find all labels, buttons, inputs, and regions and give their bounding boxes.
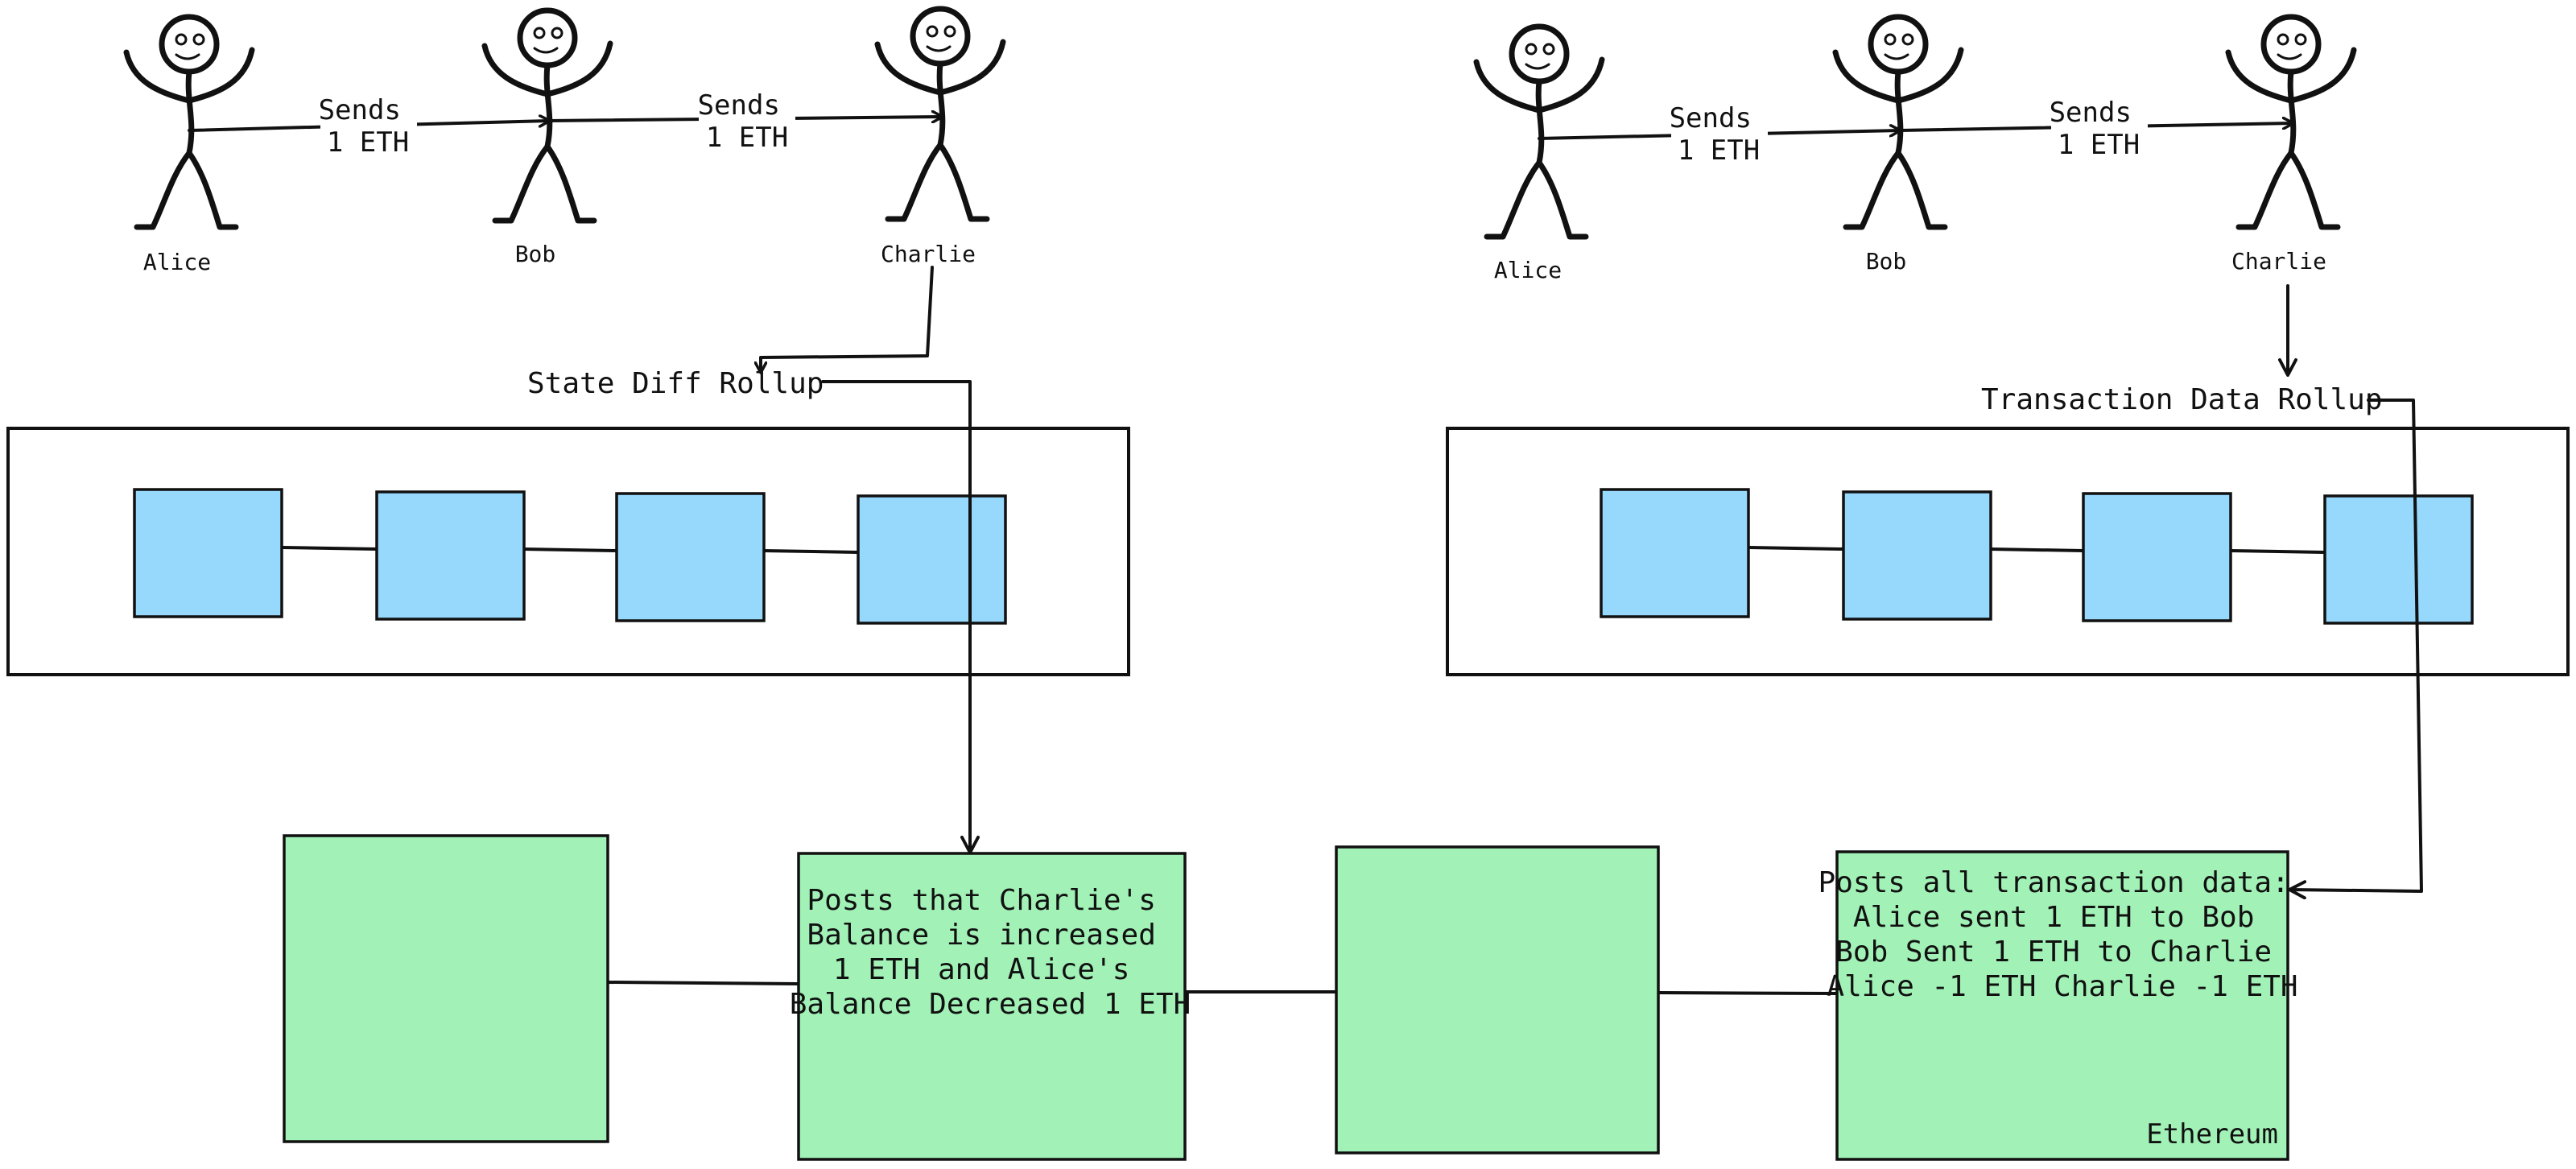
rollup-block-right-3	[2082, 492, 2232, 622]
transfer-label-2-right: Sends 1 ETH	[2050, 97, 2149, 161]
text-line: Alice sent 1 ETH to Bob	[1853, 901, 2255, 934]
person-label-bob-right: Bob	[1866, 248, 1907, 275]
state-diff-post-text: Posts that Charlie's Balance is increase…	[790, 884, 1191, 1021]
charlie-figure-left	[874, 6, 1006, 222]
person-label-charlie-left: Charlie	[881, 241, 976, 267]
text-line: Posts all transaction data:	[1818, 866, 2289, 899]
ethereum-label: Ethereum	[2146, 1118, 2278, 1150]
tx-data-post-arrow	[2288, 399, 2423, 900]
tx-data-post-text: Posts all transaction data: Alice sent 1…	[1818, 866, 2307, 1003]
text-line: Alice -1 ETH Charlie -1 ETH	[1827, 970, 2297, 1003]
transfer-amount: 1 ETH	[327, 126, 409, 159]
charlie-to-rollup-connector-left	[761, 266, 934, 372]
ethereum-block-1	[283, 834, 609, 1143]
rollup-block-right-1	[1600, 488, 1750, 618]
transfer-label-1-right: Sends 1 ETH	[1670, 102, 1769, 167]
transfer-verb: Sends	[319, 94, 401, 126]
person-label-alice-right: Alice	[1494, 257, 1562, 283]
person-label-bob-left: Bob	[515, 241, 556, 267]
rollup-block-left-4	[857, 494, 1007, 625]
bob-figure-right	[1832, 14, 1964, 230]
block-link	[1988, 547, 2085, 552]
transfer-verb: Sends	[698, 89, 780, 122]
transfer-verb: Sends	[1670, 102, 1752, 134]
charlie-figure-right	[2225, 14, 2357, 230]
block-link	[762, 549, 860, 554]
rollup-chain-frame-left	[6, 427, 1130, 676]
state-diff-post-arrow	[821, 380, 980, 854]
transfer-amount: 1 ETH	[2058, 129, 2140, 161]
block-link	[522, 547, 618, 552]
text-line: Balance is increased	[807, 919, 1155, 952]
right-panel: Alice Bob Charlie Sends 1 ETH Sends 1 ET…	[1446, 14, 2570, 900]
block-link	[2228, 549, 2326, 554]
person-label-charlie-right: Charlie	[2231, 248, 2326, 275]
rollup-label-transaction-data: Transaction Data Rollup	[1981, 383, 2383, 416]
left-panel: Alice Bob Charlie Sends 1 ETH Sends 1 ET…	[6, 6, 1130, 854]
person-label-alice-left: Alice	[143, 249, 211, 275]
block-link	[280, 546, 378, 551]
block-link	[1747, 546, 1845, 551]
ethereum-block-state-diff	[797, 852, 1187, 1161]
ethereum-block-3	[1335, 845, 1660, 1155]
alice-figure-left	[123, 14, 255, 230]
alice-figure-right	[1473, 23, 1605, 240]
transfer-label-2-left: Sends 1 ETH	[698, 89, 797, 154]
transfer-amount: 1 ETH	[1678, 134, 1760, 167]
text-line: 1 ETH and Alice's	[833, 953, 1129, 986]
text-line: Bob Sent 1 ETH to Charlie	[1835, 936, 2272, 969]
rollup-block-right-2	[1842, 490, 1992, 621]
rollup-block-left-3	[615, 492, 766, 622]
rollup-block-left-2	[375, 490, 526, 621]
text-line: Posts that Charlie's	[807, 884, 1155, 917]
transfer-label-1-left: Sends 1 ETH	[319, 94, 418, 159]
ethereum-block-tx-data	[1835, 850, 2289, 1161]
block-link	[606, 981, 800, 985]
rollup-block-right-4	[2323, 494, 2474, 625]
text-line: Balance Decreased 1 ETH	[790, 988, 1191, 1021]
transfer-verb: Sends	[2050, 97, 2132, 129]
bob-figure-left	[481, 7, 613, 224]
ethereum-chain: Posts that Charlie's Balance is increase…	[283, 834, 2307, 1161]
rollup-chain-frame-right	[1446, 427, 2570, 676]
rollup-block-left-1	[133, 488, 283, 618]
transfer-amount: 1 ETH	[706, 122, 788, 154]
rollup-label-state-diff: State Diff Rollup	[527, 367, 824, 400]
